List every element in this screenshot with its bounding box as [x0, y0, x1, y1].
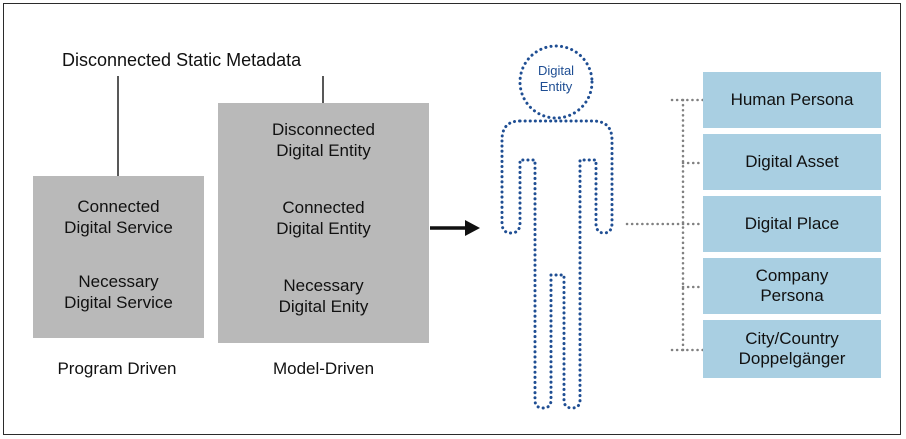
disconnected-digital-entity-line1: Disconnected — [271, 120, 375, 139]
connected-digital-service-label: Connected Digital Service — [33, 197, 204, 238]
connected-digital-service-line2: Digital Service — [64, 217, 173, 237]
category-city-country-doppelganger: City/Country Doppelgänger — [703, 320, 881, 378]
model-driven-caption: Model-Driven — [272, 359, 375, 378]
category-human-persona: Human Persona — [703, 72, 881, 128]
necessary-digital-service-label: Necessary Digital Service — [33, 272, 204, 313]
necessary-digital-service-line2: Digital Service — [64, 292, 173, 312]
category-company-persona: Company Persona — [703, 258, 881, 314]
connected-digital-entity-line1: Connected — [282, 198, 365, 217]
program-driven-caption: Program Driven — [57, 359, 177, 378]
digital-entity-bubble-line2: Entity — [539, 78, 573, 94]
category-company-persona-label: Company Persona — [755, 265, 829, 305]
necessary-digital-entity-line2: Digital Enity — [278, 296, 369, 316]
category-city-country-doppelganger-label: City/Country Doppelgänger — [738, 328, 846, 368]
necessary-digital-entity-label: Necessary Digital Enity — [218, 276, 429, 317]
entity-bubble-outline — [518, 44, 594, 120]
connected-digital-entity-line2: Digital Entity — [276, 218, 371, 238]
category-digital-asset: Digital Asset — [703, 134, 881, 190]
disconnected-static-metadata-label: Disconnected Static Metadata — [62, 50, 302, 70]
disconnected-digital-entity-label: Disconnected Digital Entity — [218, 120, 429, 161]
category-digital-place-label: Digital Place — [744, 213, 840, 233]
category-digital-asset-label: Digital Asset — [745, 151, 839, 171]
human-figure-outline — [500, 119, 614, 410]
model-driven-box — [218, 103, 429, 343]
digital-entity-bubble-line1: Digital — [537, 63, 575, 78]
necessary-digital-entity-line1: Necessary — [283, 276, 364, 295]
connected-digital-service-line1: Connected — [77, 197, 160, 216]
disconnected-digital-entity-line2: Digital Entity — [276, 140, 371, 160]
program-driven-box — [33, 176, 204, 338]
connected-digital-entity-label: Connected Digital Entity — [218, 198, 429, 239]
arrow-to-entity-figure-head — [465, 220, 480, 236]
category-digital-place: Digital Place — [703, 196, 881, 252]
category-human-persona-label: Human Persona — [730, 89, 854, 109]
digital-entity-bubble-text: Digital Entity — [520, 63, 592, 95]
necessary-digital-service-line1: Necessary — [78, 272, 159, 291]
